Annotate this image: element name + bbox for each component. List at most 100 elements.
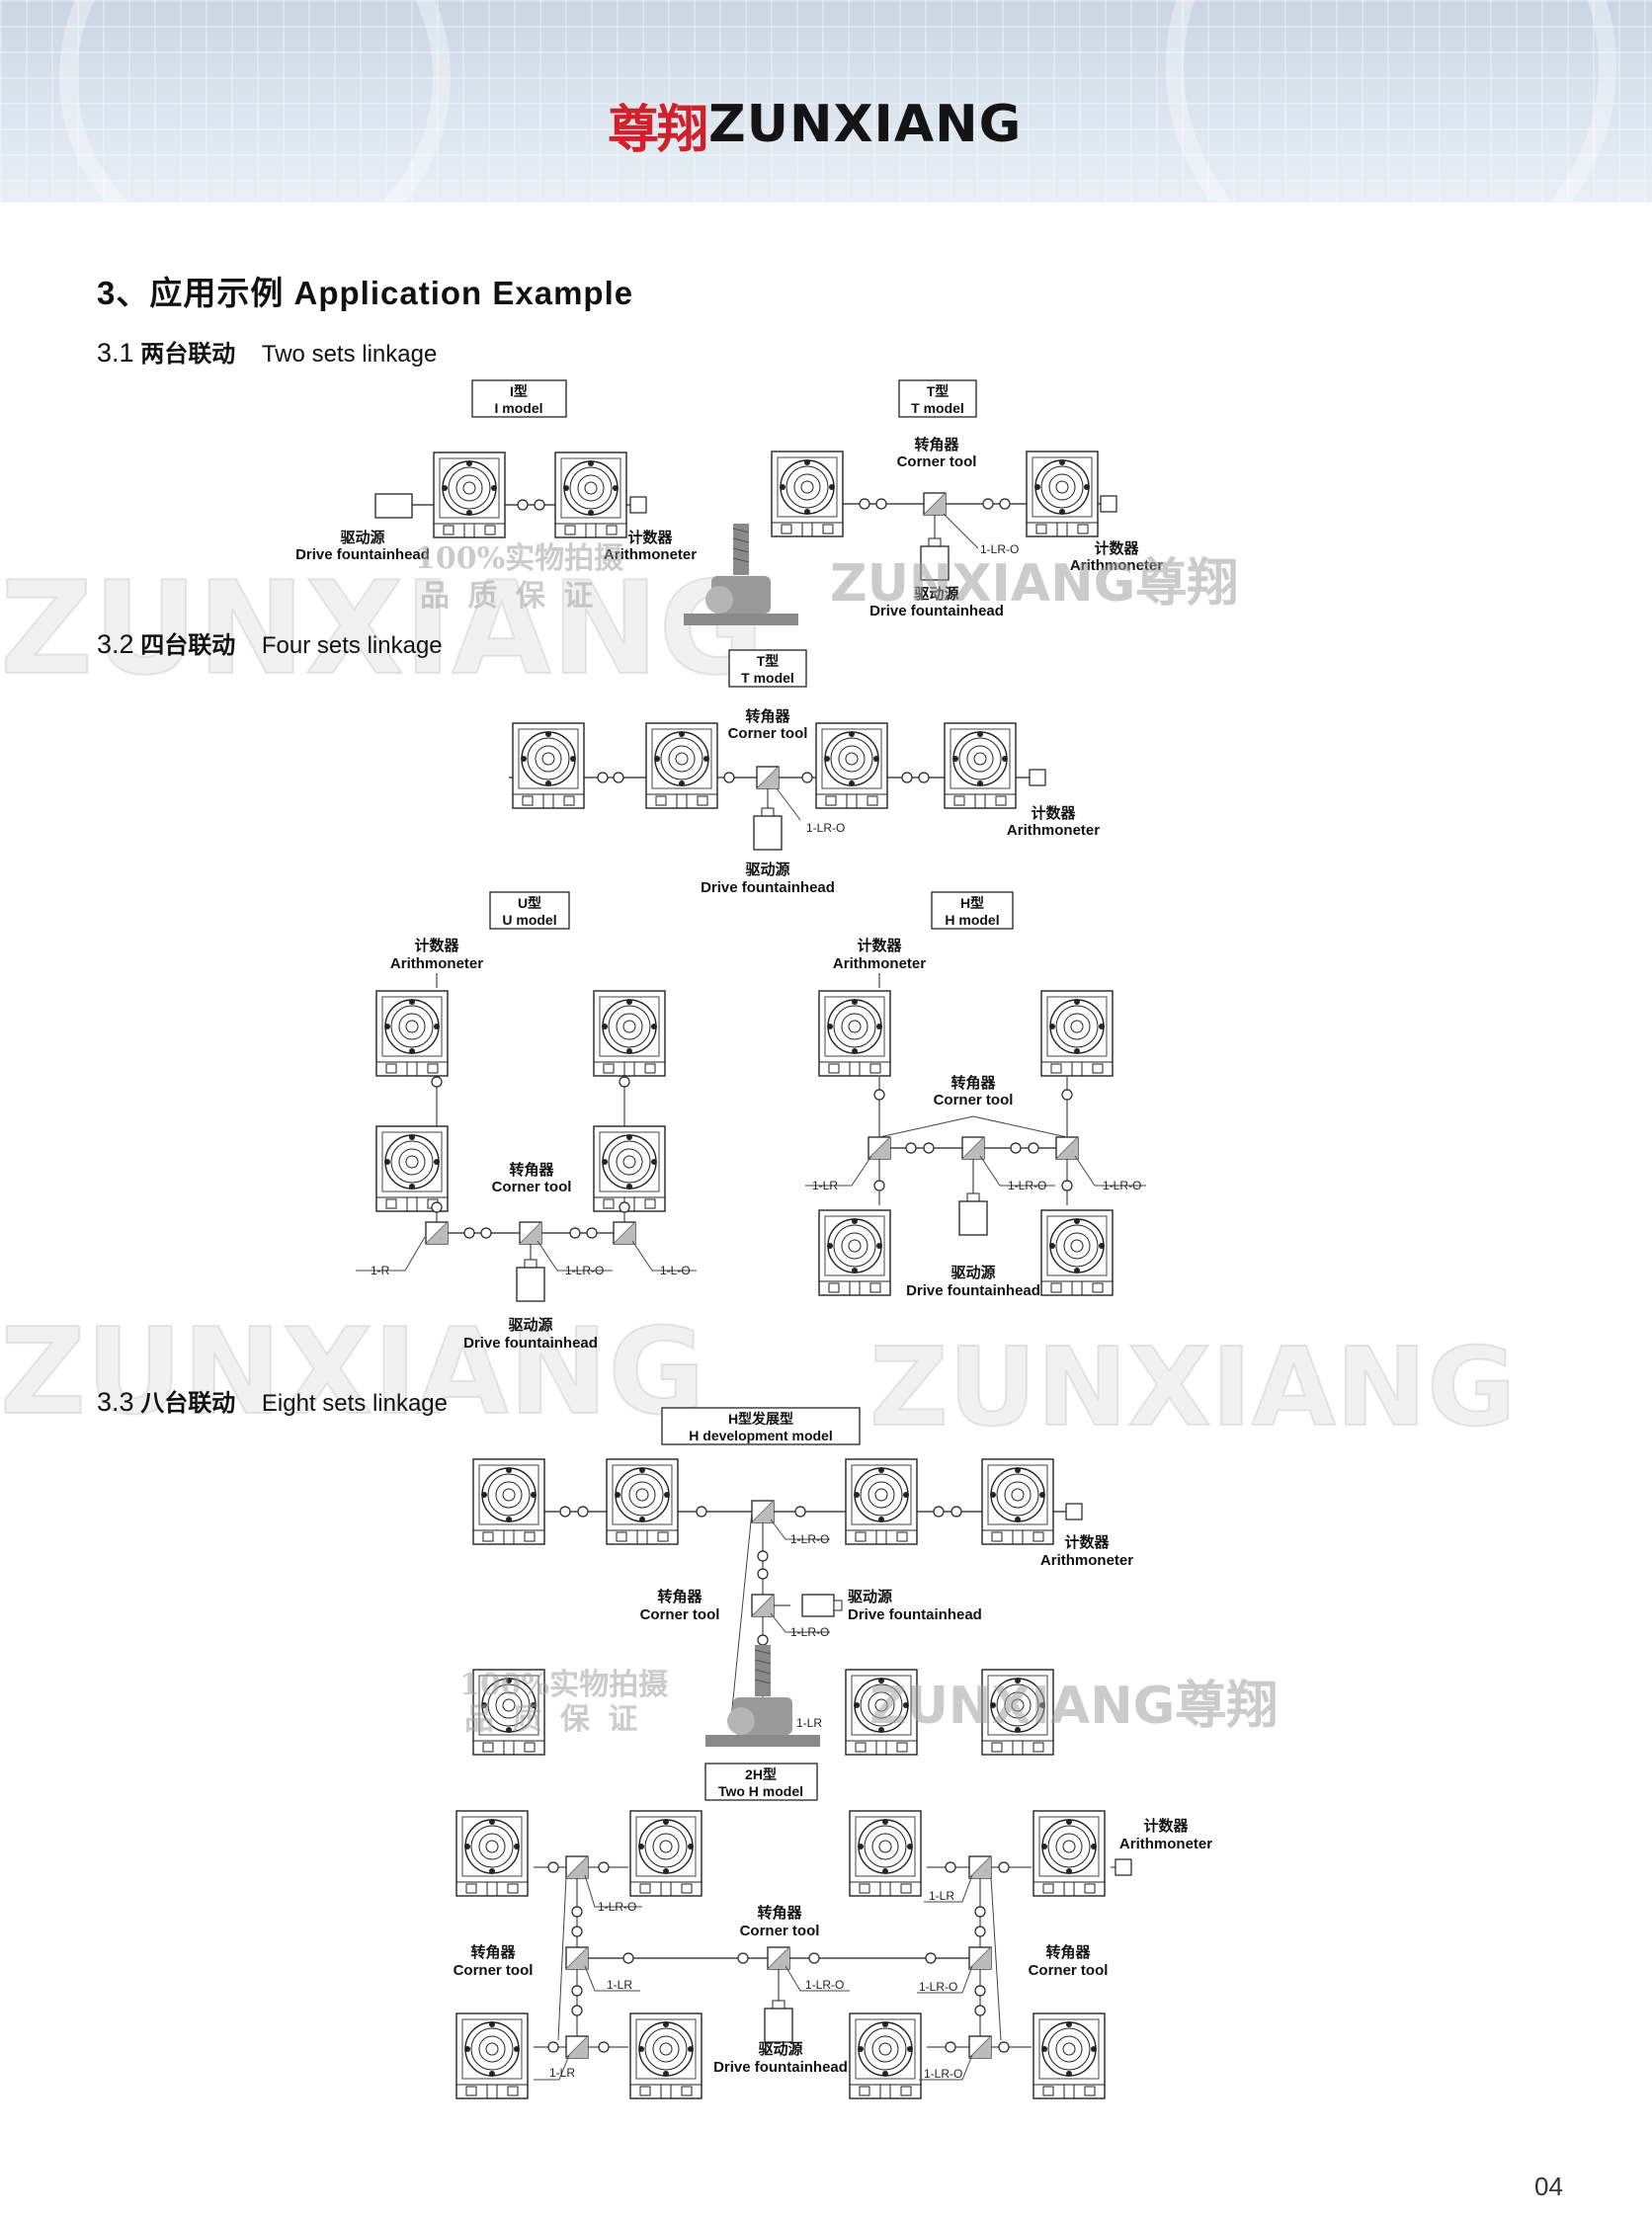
corner-label-en: Corner tool [728, 725, 808, 742]
subsection-title-en: Eight sets linkage [261, 1390, 448, 1417]
drive-label-cn: 驱动源 [848, 1588, 892, 1605]
screw-jack-unit [606, 1458, 679, 1545]
brand-name-cn: 尊翔 [608, 100, 708, 160]
coupling [1061, 1180, 1073, 1191]
code-label: 1-LR-O [565, 1264, 604, 1277]
h-model-cn: H型 [960, 895, 984, 911]
coupling [918, 772, 930, 783]
screw-jack-unit [375, 990, 449, 1077]
coupling [974, 1926, 986, 1937]
screw-jack-unit [1032, 1810, 1106, 1897]
coupling [559, 1506, 571, 1518]
screw-jack-unit [455, 2012, 529, 2099]
drive-label-en: Drive fountainhead [713, 2059, 848, 2076]
drive-label-cn: 驱动源 [745, 861, 789, 878]
corner-tool [519, 1221, 542, 1245]
screw-jack-unit [981, 1458, 1054, 1545]
corner-tool [425, 1221, 449, 1245]
coupling [998, 2041, 1010, 2053]
corner-label-en: Corner tool [1029, 1962, 1109, 1979]
code-label: 1-LR [549, 2066, 575, 2080]
coupling [547, 1861, 559, 1873]
corner-label-en: Corner tool [454, 1962, 534, 1979]
i-model-diagram: I型 I model 驱动源 Drive fountainhead 计数器 Ar… [295, 379, 697, 563]
drive-label-en: Drive fountainhead [295, 546, 430, 563]
drive-motor [753, 807, 783, 851]
u-model-cn: U型 [518, 895, 541, 911]
screw-jack-unit [818, 990, 891, 1077]
page-number: 04 [1534, 2172, 1563, 2201]
coupling [547, 2041, 559, 2053]
counter-label-en: Arithmoneter [833, 955, 926, 972]
screw-jack-unit [818, 1209, 891, 1296]
coupling [571, 1926, 583, 1937]
code-label: 1-LR-O [980, 542, 1019, 556]
coupling [808, 1952, 820, 1964]
corner-label-en: Corner tool [492, 1179, 572, 1195]
coupling [571, 1985, 583, 1997]
t-model-cn: T型 [927, 383, 950, 399]
screw-jack-unit [593, 990, 666, 1077]
coupling [463, 1227, 475, 1239]
corner-label-cn: 转角器 [1045, 1943, 1091, 1961]
corner-label-cn: 转角器 [745, 707, 790, 725]
screw-jack-unit [849, 2012, 922, 2099]
coupling [431, 1076, 443, 1088]
coupling [622, 1952, 634, 1964]
counter-box [629, 496, 647, 514]
corner-tool [867, 1136, 891, 1160]
coupling [982, 498, 994, 510]
two-h-model-en: Two H model [718, 1783, 803, 1799]
code-label: 1-LR-O [919, 1980, 957, 1994]
counter-label-cn: 计数器 [857, 937, 902, 954]
coupling [974, 2005, 986, 2016]
corner-tool [751, 1594, 775, 1617]
counter-label-en: Arithmoneter [604, 546, 697, 563]
corner-label-cn: 转角器 [470, 1943, 516, 1961]
brand-watermark: ZUNXIANG [868, 1323, 1517, 1451]
screw-jack-unit [512, 722, 585, 809]
h-dev-model-cn: H型发展型 [728, 1411, 793, 1427]
screw-jack-unit [375, 1125, 449, 1212]
coupling [859, 498, 870, 510]
counter-box [1100, 495, 1117, 513]
screw-jack-unit [944, 722, 1017, 809]
coupling [999, 498, 1011, 510]
coupling [1061, 1089, 1073, 1101]
screw-jack-unit [455, 1810, 529, 1897]
drive-label-cn: 驱动源 [508, 1316, 552, 1334]
subsection-number: 3.3 [97, 1387, 134, 1417]
counter-label-en: Arithmoneter [390, 955, 483, 972]
counter-label-cn: 计数器 [1031, 804, 1076, 822]
screw-jack-unit [1032, 2012, 1106, 2099]
screw-jack-unit [1026, 451, 1099, 537]
corner-tool [968, 1946, 992, 1970]
subsection-number: 3.2 [97, 629, 134, 659]
coupling [873, 1180, 885, 1191]
stamp-watermark: 品 质 保 证 [420, 579, 598, 614]
code-label: 1-LR-O [805, 1978, 844, 1992]
screw-jack-unit [771, 451, 844, 537]
coupling [431, 1201, 443, 1213]
counter-box [1115, 1858, 1132, 1876]
coupling [974, 1906, 986, 1918]
screw-jack-unit [1040, 1209, 1114, 1296]
coupling [1028, 1142, 1039, 1154]
corner-tool [968, 2035, 992, 2059]
brand-logo: 尊翔 ZUNXIANG [608, 95, 1023, 160]
corner-tool [565, 2035, 589, 2059]
subsection-title: 3.2 四台联动 Four sets linkage [97, 625, 443, 660]
corner-label-cn: 转角器 [950, 1074, 996, 1092]
code-label: 1-LR-O [924, 2067, 962, 2081]
coupling [597, 772, 609, 783]
corner-tool [961, 1136, 985, 1160]
coupling [480, 1227, 492, 1239]
coupling [598, 1861, 610, 1873]
coupling [873, 1089, 885, 1101]
subsection-title-en: Two sets linkage [261, 341, 438, 368]
brand-watermark: ZUNXIANG尊翔 [869, 1677, 1279, 1736]
drive-label-cn: 驱动源 [950, 1264, 995, 1281]
corner-tool [923, 492, 947, 516]
code-label: 1-LR [607, 1978, 632, 1992]
brand-name-en: ZUNXIANG [708, 95, 1023, 154]
